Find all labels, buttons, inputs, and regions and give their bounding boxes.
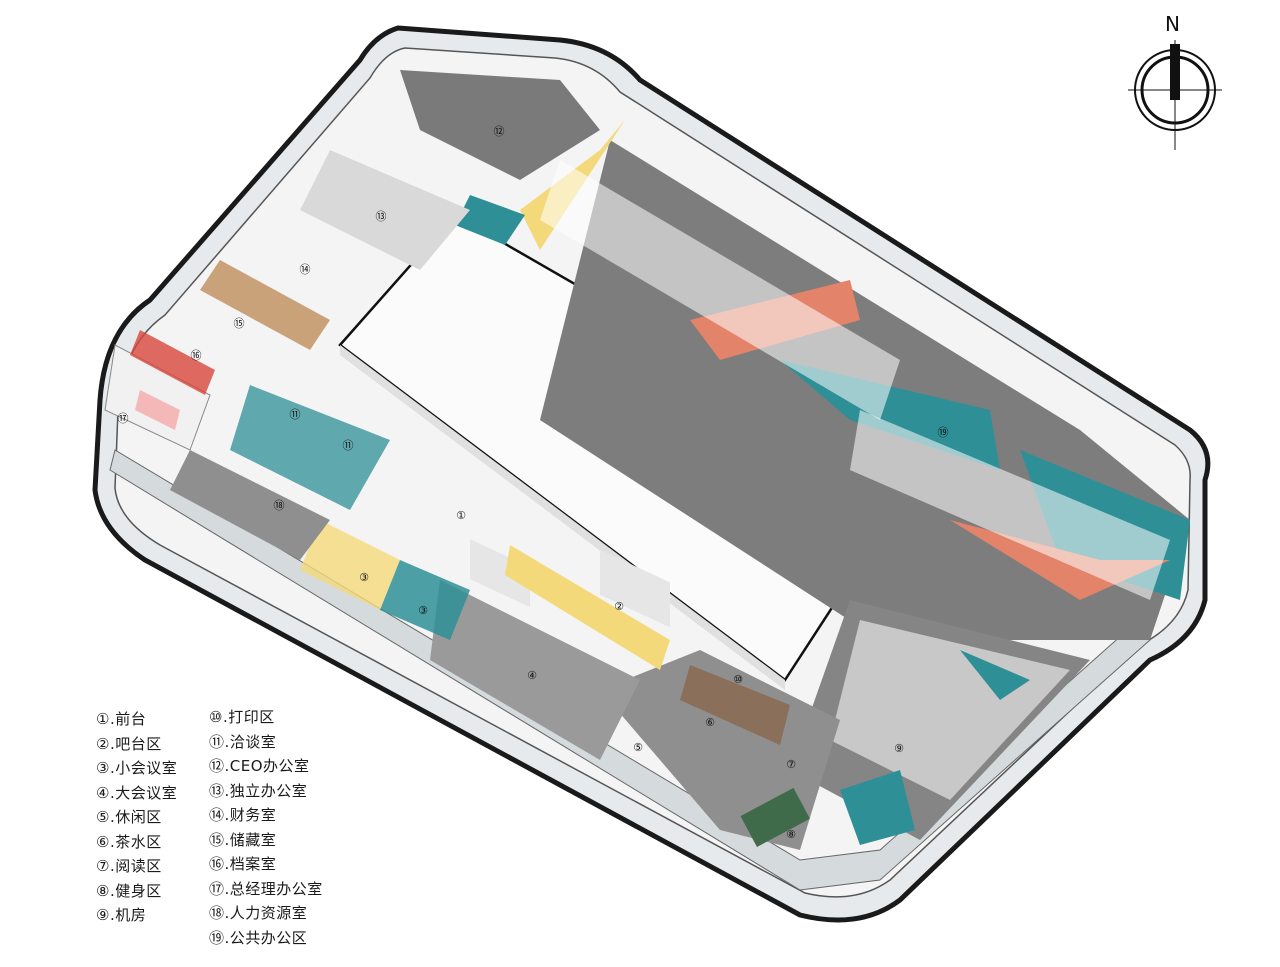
legend-item: ⑥.茶水区 [96,832,162,851]
gym-mat [740,787,810,847]
marker-label: ⑫ [494,125,505,138]
marker-label: ⑭ [300,263,311,276]
ceo-office [400,70,600,180]
marker-8: ⑧ [786,828,796,841]
legend-item: ⑫.CEO办公室 [209,757,310,775]
marker-label: ⑦ [786,758,796,771]
marker-label: ⑪ [343,439,354,452]
marker-label: ① [456,509,466,522]
marker-label: ⑲ [938,426,949,439]
marker-label: ⑮ [234,317,245,330]
ceo-office-teal [455,195,525,245]
legend-item: ⑩.打印区 [209,708,275,726]
server-room [840,770,915,845]
legend-item: ⑧.健身区 [96,881,162,900]
legend-item: ⑱.人力资源室 [209,904,308,922]
open-office-zone [520,120,1190,640]
legend-item: ①.前台 [96,710,147,728]
legend-item: ⑮.储藏室 [209,830,277,849]
marker-1: ① [456,509,466,522]
marker-label: ② [614,600,624,613]
marker-label: ③ [418,604,428,617]
marker-label: ⑱ [274,499,285,512]
small-meeting-room-1 [300,520,400,610]
legend-item: ②.吧台区 [96,734,162,753]
legend-item: ⑯.档案室 [209,855,277,873]
marker-label: ④ [527,669,537,682]
se-workstations [830,620,1070,800]
legend-left: ①.前台 ②.吧台区 ③.小会议室 ④.大会议室 ⑤.休闲区 ⑥.茶水区 ⑦.阅… [96,707,177,928]
marker-label: ⑩ [733,673,743,686]
marker-9: ⑨ [894,742,904,755]
marker-18: ⑱ [274,499,285,512]
core-side-left [340,345,785,690]
marker-13: ⑬ [376,210,387,223]
marker-15: ⑮ [234,317,245,330]
finance-room [200,260,330,350]
core-room [470,539,530,608]
marker-label: ⑬ [376,210,387,223]
legend-item: ⑲.公共办公区 [209,928,308,947]
south-east-zone [790,600,1090,845]
marker-label: ⑤ [633,741,643,754]
gm-office-sofa [135,390,180,430]
marker-19: ⑲ [938,426,949,439]
compass-needle [1170,44,1180,100]
marker-10: ⑩ [733,673,743,686]
large-meeting-room [430,580,640,760]
marker-11b: ⑪ [343,439,354,452]
marker-6: ⑥ [705,716,715,729]
se-carpet-teal [920,600,1030,700]
south-zone [600,650,840,850]
legend-item: ⑦.阅读区 [96,857,162,875]
bar-counter [505,545,670,670]
compass-north-label: N [1165,12,1180,36]
marker-label: ③ [359,571,369,584]
west-zone [104,260,390,560]
legend-item: ⑤.休闲区 [96,808,162,826]
marker-label: ⑪ [290,408,301,421]
workstations [540,160,900,420]
marker-17: ⑰ [118,412,129,425]
legend-item: ⑪.洽谈室 [209,732,277,751]
workstations [850,410,1170,600]
room-markers: ① ② ③ ③ ④ ⑤ ⑥ ⑦ ⑧ ⑨ ⑩ ⑪ ⑪ ⑫ ⑬ ⑭ ⑮ ⑯ ⑰ ⑱ … [118,125,949,841]
legend-item: ⑰.总经理办公室 [209,879,323,898]
marker-3b: ③ [418,604,428,617]
marker-5: ⑤ [633,741,643,754]
meeting-zone [300,520,670,760]
legend-item: ⑬.独立办公室 [209,781,308,800]
legend-item: ④.大会议室 [96,783,178,802]
north-zone [300,70,600,270]
legend-item: ⑨.机房 [96,906,147,924]
marker-12: ⑫ [494,125,505,138]
marker-7: ⑦ [786,758,796,771]
archive-room [130,330,215,395]
marker-label: ⑰ [118,412,129,425]
marker-3a: ③ [359,571,369,584]
legend-right: ⑩.打印区 ⑪.洽谈室 ⑫.CEO办公室 ⑬.独立办公室 ⑭.财务室 ⑮.储藏室… [209,705,323,950]
marker-14: ⑭ [300,263,311,276]
negotiation-room [230,385,390,510]
marker-16: ⑯ [191,349,202,362]
marker-2: ② [614,600,624,613]
private-offices [300,150,470,270]
marker-label: ⑨ [894,742,904,755]
compass [1128,40,1222,150]
hr-room [170,450,330,560]
legend-item: ⑭.财务室 [209,806,277,824]
marker-label: ⑯ [191,349,202,362]
legend-item: ③.小会议室 [96,759,178,777]
marker-label: ⑧ [786,828,796,841]
small-meeting-room-2 [380,560,470,640]
marker-label: ⑥ [705,716,715,729]
core-room [600,549,670,628]
print-wall [680,665,790,745]
marker-4: ④ [527,669,537,682]
marker-11a: ⑪ [290,408,301,421]
